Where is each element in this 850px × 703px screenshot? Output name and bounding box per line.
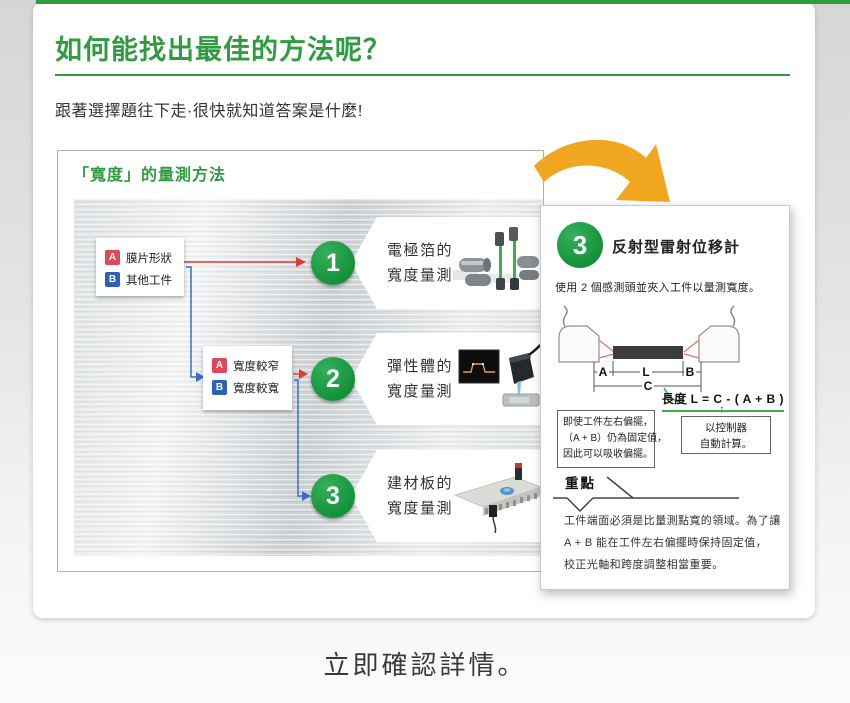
badge-b: B <box>105 272 120 287</box>
step-circle-3: 3 <box>311 474 355 518</box>
note-controller: 以控制器 自動計算。 <box>681 416 771 454</box>
answer-number-circle: 3 <box>557 222 603 268</box>
title-divider <box>55 74 790 76</box>
keypoint-text: 工件端面必須是比量測點寬的領域。為了讓 A + B 能在工件左右偏擺時保持固定值… <box>564 515 781 571</box>
product-image-elastic-body <box>458 344 541 407</box>
badge-a: A <box>105 250 120 265</box>
answer-description: 使用 2 個感測頭並夾入工件以量測寬度。 <box>555 282 761 294</box>
length-formula: 長度 L = C - ( A + B ) <box>661 390 784 412</box>
answer-panel: 3 反射型雷射位移計 使用 2 個感測頭並夾入工件以量測寬度。 A L B <box>540 205 790 590</box>
step-label: 電極箔的寬度量測 <box>387 241 454 285</box>
confirm-details-link[interactable]: 立即確認詳情。 <box>323 650 527 680</box>
width-measurement-box: 「寬度」的量測方法 A 膜片形狀 B 其他工件 A 寬度 <box>57 150 544 572</box>
up-arrow-icon: ↑ <box>719 402 725 416</box>
condition-box-workpiece-type: A 膜片形狀 B 其他工件 <box>96 238 184 296</box>
step-banner-electrode-foil: 電極箔的寬度量測 <box>351 217 543 309</box>
step-banner-elastic-body: 彈性體的寬度量測 <box>351 333 543 425</box>
method-box-title: 「寬度」的量測方法 <box>73 167 227 184</box>
step-circle-1: 1 <box>311 241 355 285</box>
step-label: 彈性體的寬度量測 <box>387 357 454 401</box>
product-image-electrode-foil <box>453 227 539 290</box>
step-circle-2: 2 <box>311 357 355 401</box>
curved-arrow-icon <box>534 139 670 202</box>
svg-text:C: C <box>644 379 653 393</box>
svg-text:L: L <box>642 365 649 379</box>
badge-a: A <box>212 358 227 373</box>
answer-title: 反射型雷射位移計 <box>612 239 741 256</box>
badge-b: B <box>212 380 227 395</box>
svg-text:A: A <box>599 365 608 379</box>
product-image-building-board <box>453 463 541 533</box>
keypoint-tab-shape <box>553 476 739 513</box>
page-title: 如何能找出最佳的方法呢？ <box>55 35 391 65</box>
top-accent-bar <box>36 0 850 4</box>
page-subtitle: 跟著選擇題往下走·很快就知道答案是什麼! <box>55 103 363 120</box>
svg-text:B: B <box>686 365 695 379</box>
measurement-diagram: A L B C <box>558 305 740 405</box>
step-label: 建材板的寬度量測 <box>387 474 454 518</box>
keypoint-label: 重點 <box>565 476 596 491</box>
step-banner-building-board: 建材板的寬度量測 <box>351 450 543 542</box>
note-offset-absorbed: 即使工件左右偏擺， （A + B）仍為固定值， 因此可以吸收偏擺。 <box>557 410 667 468</box>
flow-connectors <box>184 257 311 501</box>
condition-box-width-range: A 寬度較窄 B 寬度較寬 <box>203 346 292 410</box>
